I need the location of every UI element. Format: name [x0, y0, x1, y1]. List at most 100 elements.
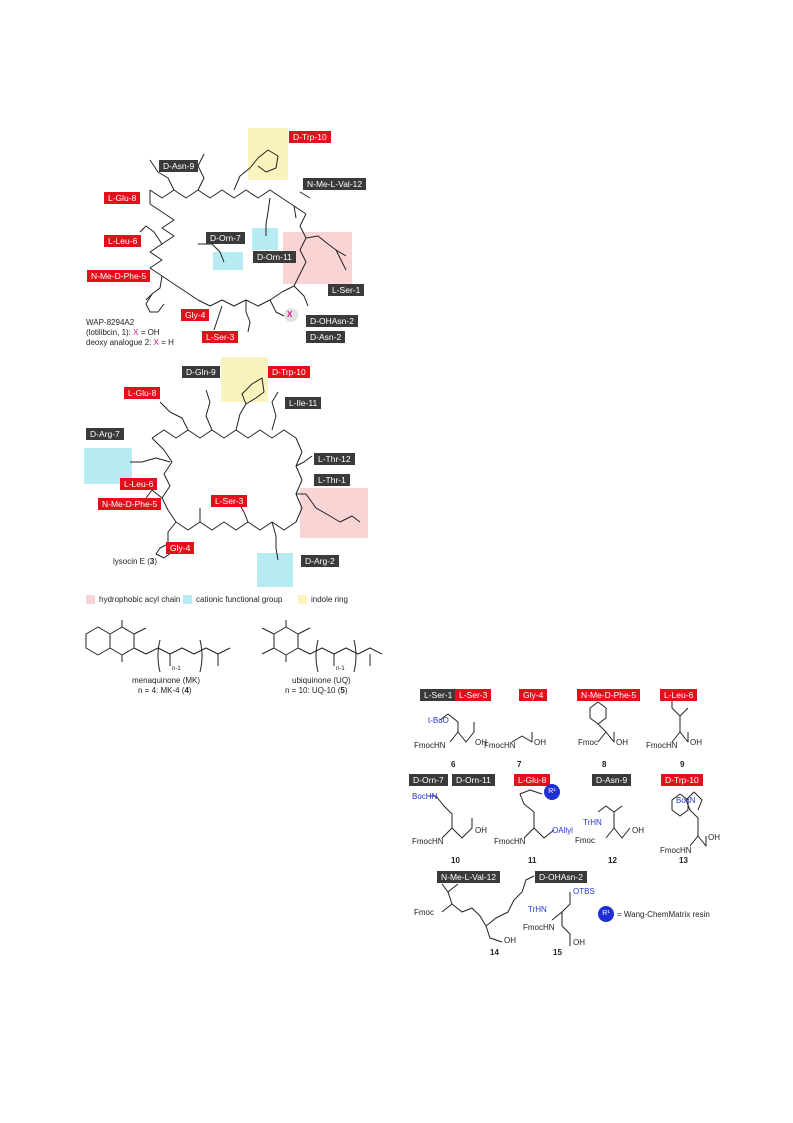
bb-tag-l-ser-1: L-Ser-1: [420, 689, 457, 701]
legend-swatch-indole: [298, 595, 307, 604]
legend-swatch-acyl: [86, 595, 95, 604]
tag-d-trp-10: D-Trp-10: [289, 131, 331, 143]
tag-l-ser-1: L-Ser-1: [328, 284, 365, 296]
tag-l-thr-12: L-Thr-12: [314, 453, 355, 465]
tag-n-me-d-phe-5: N-Me-D-Phe-5: [98, 498, 162, 510]
caption-lysocin: lysocin E (3): [113, 557, 158, 566]
tag-l-ile-11: L-Ile-11: [285, 397, 322, 409]
tag-l-leu-6: L-Leu-6: [104, 235, 142, 247]
tag-d-gln-9: D-Gln-9: [182, 366, 220, 378]
compound-number-12: 12: [608, 856, 617, 865]
bb-tag-d-orn-11: D-Orn-11: [452, 774, 495, 786]
bb-label-oh-9: OH: [690, 738, 702, 747]
bb-label-trhn-15: TrHN: [528, 905, 547, 914]
tag-d-asn-9: D-Asn-9: [159, 160, 199, 172]
acyl-highlight-2: [300, 488, 368, 538]
caption-wap-name: WAP-8294A2: [86, 318, 135, 327]
tag-l-leu-6: L-Leu-6: [120, 478, 158, 490]
bb-tag-d-trp-10: D-Trp-10: [661, 774, 703, 786]
bb-tag-gly-4: Gly-4: [519, 689, 548, 701]
bb-label-trhn-12: TrHN: [583, 818, 602, 827]
tag-gly-4: Gly-4: [166, 542, 195, 554]
cationic-highlight-1: [252, 228, 278, 250]
indole-highlight-2: [221, 357, 268, 402]
indole-highlight-1: [248, 128, 288, 180]
compound-number-6: 6: [451, 760, 456, 769]
caption-lotilibcin: (lotilibcin, 1): X = OH: [86, 328, 160, 337]
x-highlight: [284, 308, 298, 322]
tag-d-arg-7: D-Arg-7: [86, 428, 124, 440]
mk-n-label: n-1: [172, 666, 181, 672]
bb-label-otbs: OTBS: [573, 887, 595, 896]
bb-tag-d-ohasn-2: D-OHAsn-2: [535, 871, 587, 883]
tag-d-asn-2: D-Asn-2: [306, 331, 346, 343]
cationic-highlight-4: [257, 553, 293, 587]
bb-label-fmoc-14: Fmoc: [414, 908, 434, 917]
resin-bead-legend: R¹: [598, 906, 614, 922]
tag-l-glu-8: L-Glu-8: [124, 387, 161, 399]
caption-deoxy-analogue: deoxy analogue 2: X = H: [86, 338, 174, 347]
compound-number-14: 14: [490, 948, 499, 957]
bb-label-fmochn-7: FmocHN: [484, 741, 516, 750]
bb-label-oh-13: OH: [708, 833, 720, 842]
compound-number-7: 7: [517, 760, 522, 769]
tag-l-glu-8: L-Glu-8: [104, 192, 141, 204]
legend-label-cationic: cationic functional group: [196, 595, 283, 604]
compound-number-11: 11: [528, 856, 537, 865]
caption-menaquinone: menaquinone (MK): [132, 676, 201, 685]
bb-label-oh-14: OH: [504, 936, 516, 945]
tag-gly-4: Gly-4: [181, 309, 210, 321]
caption-uq10: n = 10: UQ-10 (5): [285, 686, 348, 695]
bb-label-oh-7: OH: [534, 738, 546, 747]
bb-tag-d-asn-9: D-Asn-9: [592, 774, 632, 786]
tag-d-ohasn-2: D-OHAsn-2: [306, 315, 358, 327]
bb-tag-l-leu-6: L-Leu-6: [660, 689, 698, 701]
tag-l-thr-1: L-Thr-1: [314, 474, 350, 486]
bb-label-fmochn-6: FmocHN: [414, 741, 446, 750]
bb-tag-l-glu-8: L-Glu-8: [514, 774, 551, 786]
bb-label-fmoc-12: Fmoc: [575, 836, 595, 845]
legend-swatch-cationic: [183, 595, 192, 604]
bb-label-fmoc-8: Fmoc: [578, 738, 598, 747]
tag-d-trp-10: D-Trp-10: [268, 366, 310, 378]
bb-label-fmochn-11: FmocHN: [494, 837, 526, 846]
bb-tag-d-orn-7: D-Orn-7: [409, 774, 448, 786]
bb-label-fmochn-9: FmocHN: [646, 741, 678, 750]
bb-label-oallyl: OAllyl: [552, 826, 573, 835]
bb-label-fmochn-13: FmocHN: [660, 846, 692, 855]
x-substituent: X: [287, 310, 293, 319]
compound-number-13: 13: [679, 856, 688, 865]
bb-label-oh-10: OH: [475, 826, 487, 835]
bb-label-tbuo: t-BuO: [428, 716, 449, 725]
bb-tag-n-me-l-val-12: N-Me-L-Val-12: [437, 871, 501, 883]
bb-label-oh-15: OH: [573, 938, 585, 947]
compound-number-15: 15: [553, 948, 562, 957]
tag-l-ser-3: L-Ser-3: [202, 331, 239, 343]
bb-label-fmochn-15: FmocHN: [523, 923, 555, 932]
compound-number-8: 8: [602, 760, 607, 769]
tag-n-me-l-val-12: N-Me-L-Val-12: [303, 178, 367, 190]
bb-label-bochn: BocHN: [412, 792, 438, 801]
caption-mk4: n = 4: MK-4 (4): [138, 686, 192, 695]
bb-label-oh-12: OH: [632, 826, 644, 835]
tag-l-ser-3: L-Ser-3: [211, 495, 248, 507]
bb-tag-n-me-d-phe-5: N-Me-D-Phe-5: [577, 689, 641, 701]
uq-n-label: n-1: [336, 666, 345, 672]
compound-number-10: 10: [451, 856, 460, 865]
tag-n-me-d-phe-5: N-Me-D-Phe-5: [87, 270, 151, 282]
bb-label-bocn: BocN: [676, 796, 696, 805]
cationic-highlight-2: [213, 252, 243, 270]
compound-number-9: 9: [680, 760, 685, 769]
tag-d-orn-7: D-Orn-7: [206, 232, 245, 244]
resin-equation: = Wang-ChemMatrix resin: [617, 910, 710, 919]
legend-label-indole: indole ring: [311, 595, 348, 604]
caption-ubiquinone: ubiquinone (UQ): [292, 676, 351, 685]
tag-d-orn-11: D-Orn-11: [253, 251, 296, 263]
tag-d-arg-2: D-Arg-2: [301, 555, 339, 567]
resin-bead-11: R¹: [544, 784, 560, 800]
bb-tag-l-ser-3: L-Ser-3: [455, 689, 492, 701]
bb-label-oh-6: OH: [475, 738, 487, 747]
legend-label-acyl: hydrophobic acyl chain: [99, 595, 181, 604]
bb-label-fmochn-10: FmocHN: [412, 837, 444, 846]
